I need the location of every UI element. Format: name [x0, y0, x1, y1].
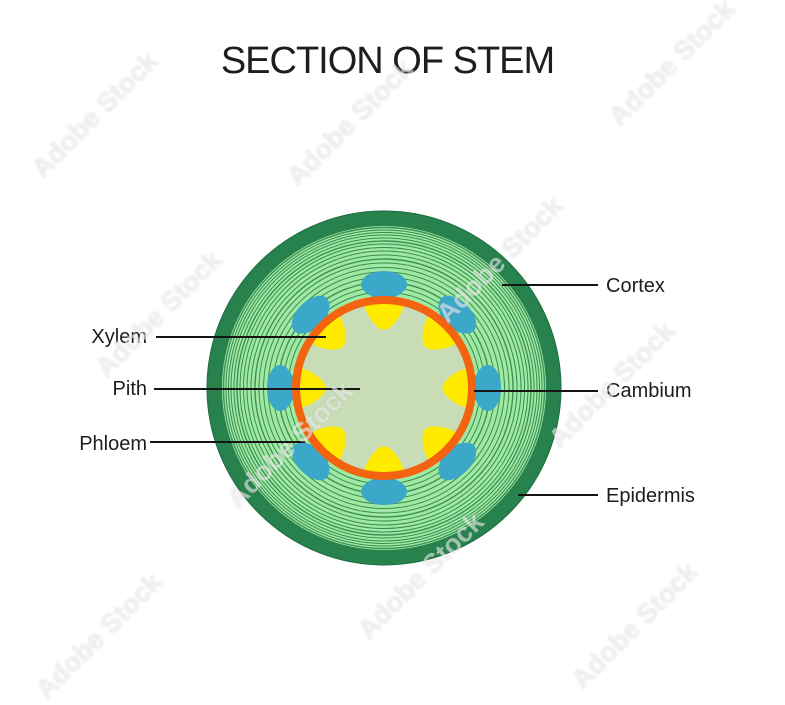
leader-line-cambium	[474, 390, 598, 392]
leader-line-xylem	[156, 336, 326, 338]
label-epidermis: Epidermis	[606, 485, 695, 507]
page-title: SECTION OF STEM	[220, 40, 555, 82]
label-xylem: Xylem	[91, 326, 147, 348]
leader-line-phloem	[150, 441, 305, 443]
label-cortex: Cortex	[606, 275, 665, 297]
leader-line-pith	[154, 388, 360, 390]
label-cambium: Cambium	[606, 380, 692, 402]
leader-line-cortex	[502, 284, 598, 286]
label-phloem: Phloem	[79, 433, 147, 455]
leader-line-epidermis	[518, 494, 598, 496]
label-pith: Pith	[112, 378, 147, 400]
